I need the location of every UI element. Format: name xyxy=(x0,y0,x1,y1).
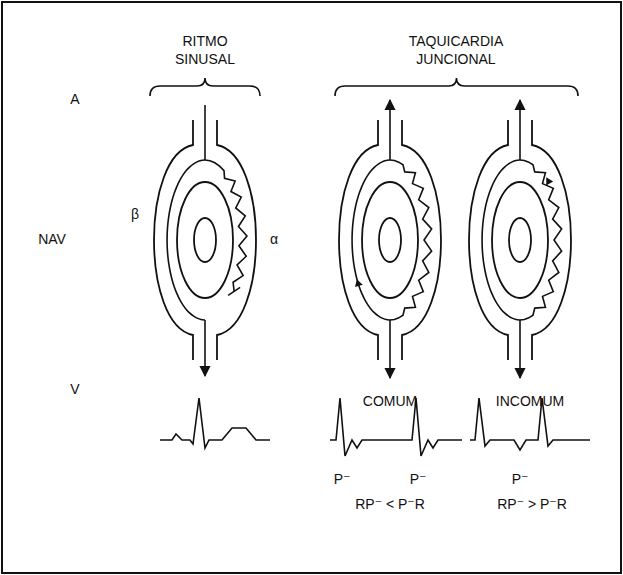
inner-ring xyxy=(492,182,548,298)
slow-pathway xyxy=(520,160,562,320)
ecg-sinus xyxy=(160,398,270,448)
inner-ring xyxy=(177,182,233,298)
node-core xyxy=(509,218,531,262)
interval-label: RP⁻ < P⁻R xyxy=(355,496,425,514)
arrowhead xyxy=(546,177,553,185)
anterograde-arrow xyxy=(389,320,391,378)
fast-pathway xyxy=(352,160,390,320)
anterograde-arrow xyxy=(519,320,521,378)
wave-label: P⁻ xyxy=(334,471,351,489)
conduction-line xyxy=(204,105,206,160)
inner-ring xyxy=(362,182,418,298)
node-wall xyxy=(532,120,571,360)
region-label: V xyxy=(70,381,79,399)
slow-pathway xyxy=(390,160,432,320)
node-wall xyxy=(339,120,378,360)
region-label: A xyxy=(70,91,79,109)
fast-pathway xyxy=(167,160,205,320)
retrograde-arrow xyxy=(389,100,391,160)
heading: TAQUICARDIA JUNCIONAL xyxy=(391,33,521,68)
node-wall xyxy=(154,120,193,360)
node-wall xyxy=(469,120,508,360)
node-wall xyxy=(402,120,441,360)
arrowhead xyxy=(355,279,363,287)
bracket xyxy=(335,78,578,96)
variant-label: INCOMUM xyxy=(496,393,564,411)
region-label: NAV xyxy=(38,231,66,249)
av-node-figure xyxy=(469,100,571,378)
block-tick xyxy=(228,287,240,295)
pathway-label: α xyxy=(270,231,278,249)
conduction-arrow xyxy=(204,320,206,376)
variant-label: COMUM xyxy=(363,393,417,411)
slow-pathway xyxy=(205,160,247,291)
interval-label: RP⁻ > P⁻R xyxy=(497,496,567,514)
bracket xyxy=(150,78,260,96)
fast-pathway xyxy=(482,160,520,320)
av-node-figure xyxy=(154,105,256,376)
retrograde-arrow xyxy=(519,100,521,160)
heading: RITMO SINUSAL xyxy=(155,33,255,68)
wave-label: P⁻ xyxy=(410,471,427,489)
wave-label: P⁻ xyxy=(512,471,529,489)
node-core xyxy=(194,218,216,262)
av-node-figure xyxy=(339,100,441,378)
node-wall xyxy=(217,120,256,360)
pathway-label: β xyxy=(131,206,139,224)
node-core xyxy=(379,218,401,262)
